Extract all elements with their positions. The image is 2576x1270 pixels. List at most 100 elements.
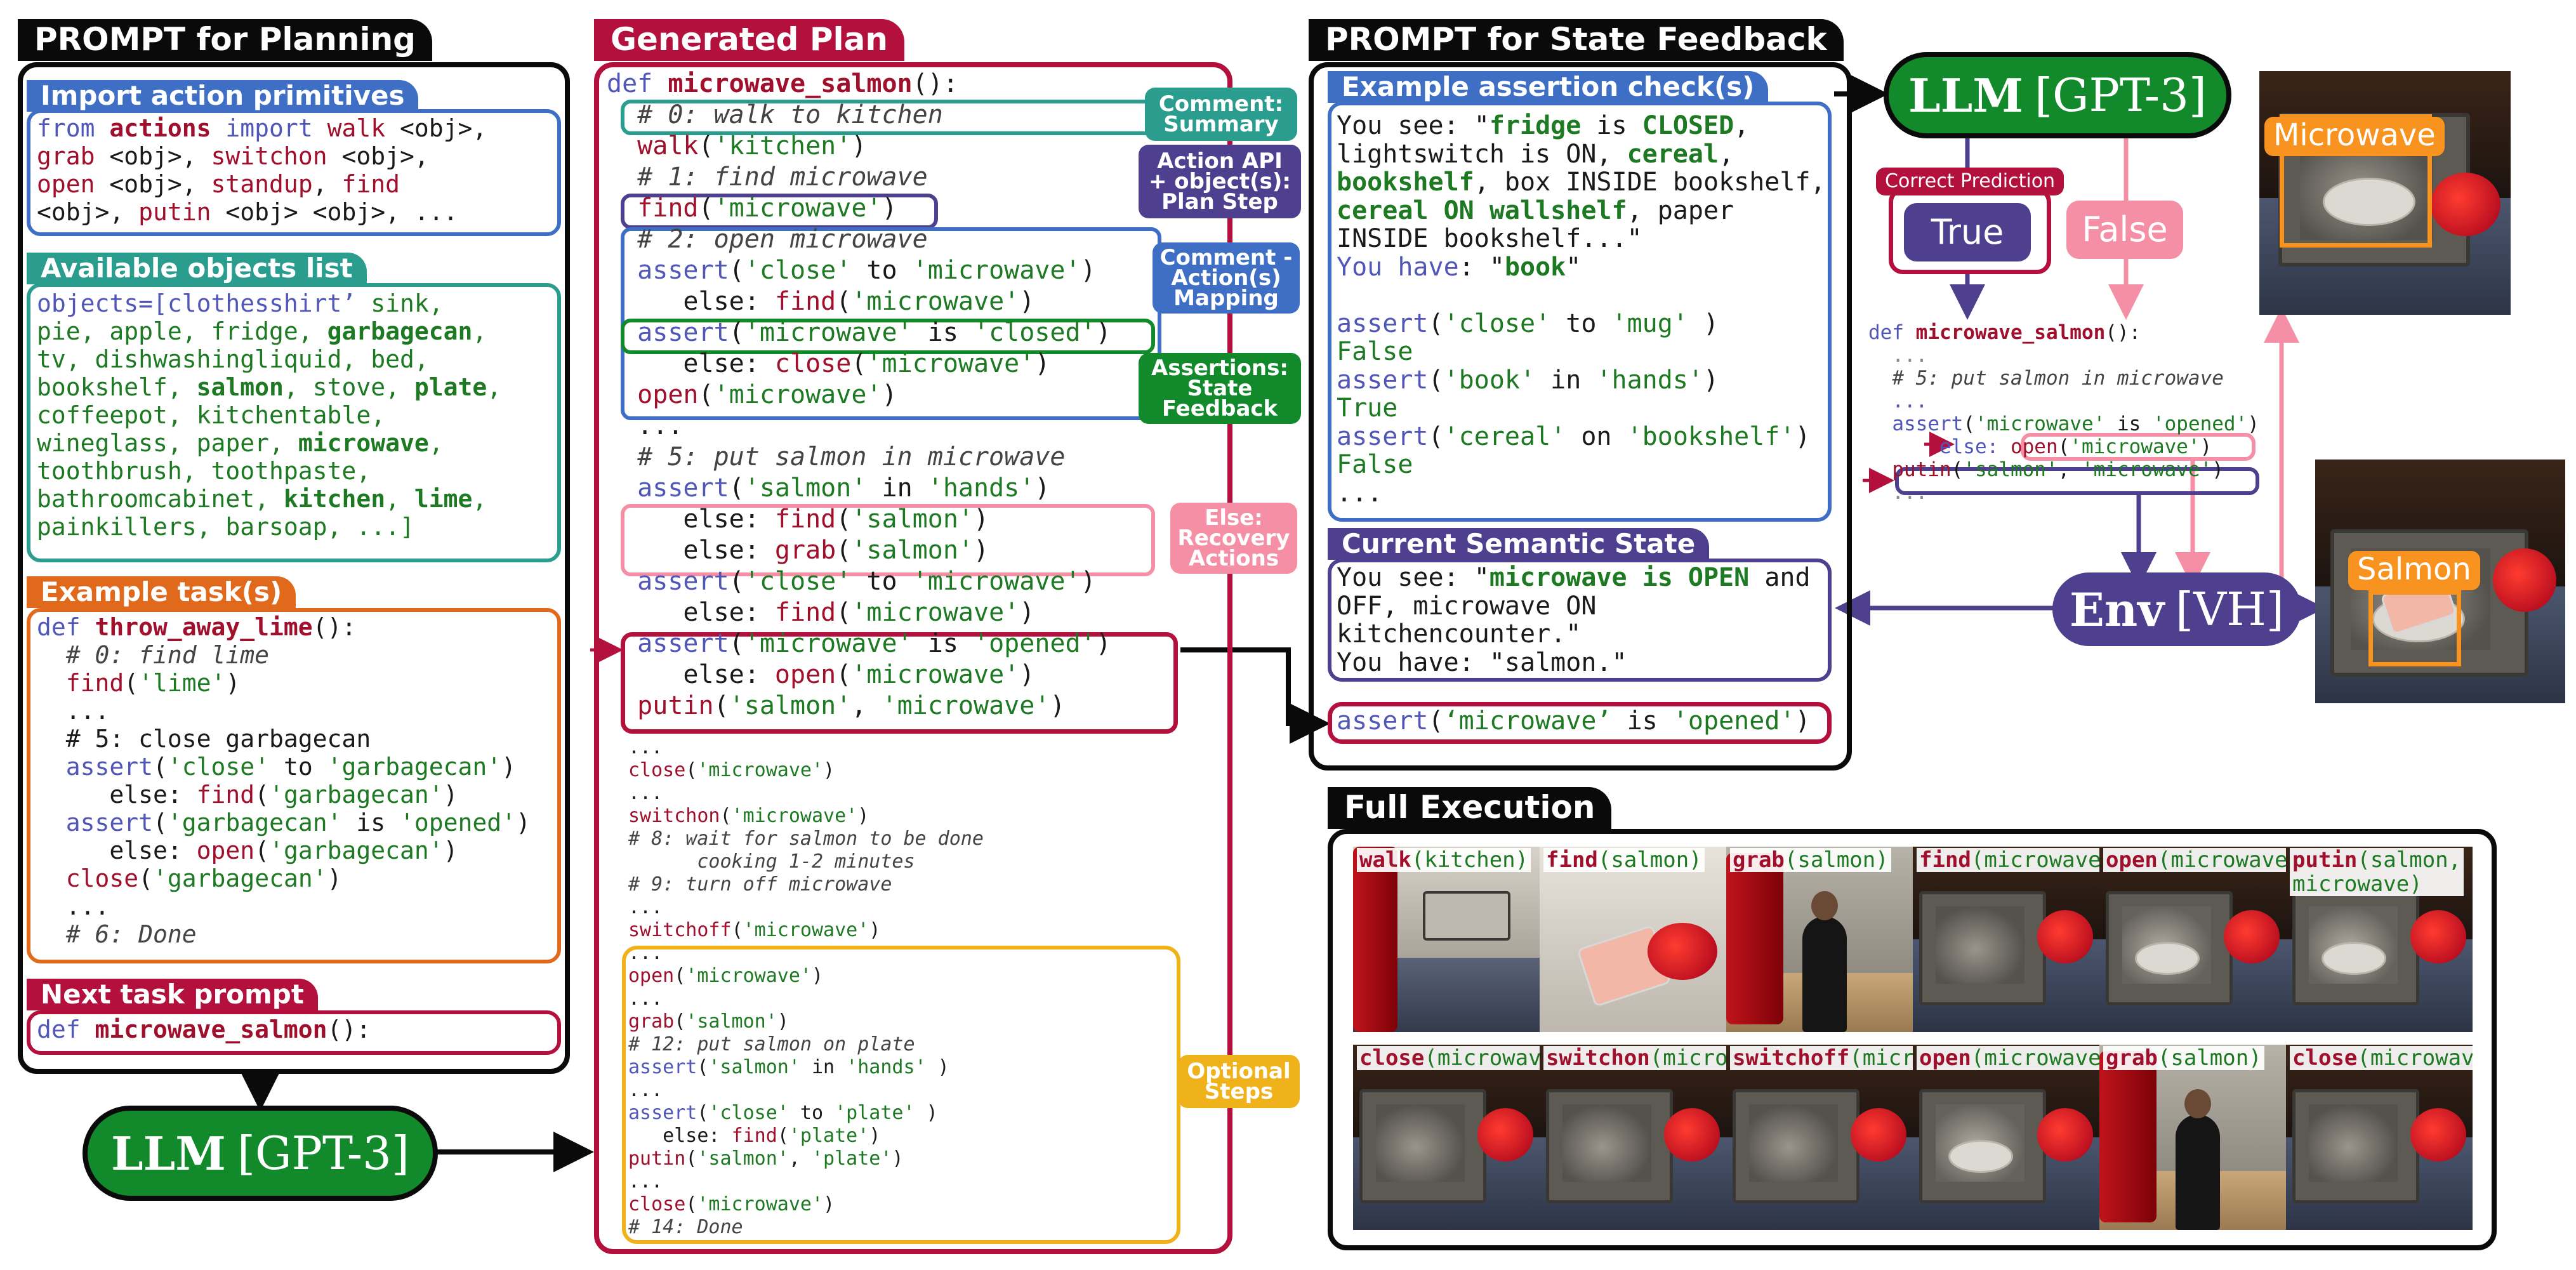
code-token: pie, apple, fridge,: [37, 317, 327, 345]
code-token: else:: [607, 287, 775, 316]
scene-shape: [1562, 1104, 1651, 1182]
scene-shape: [1477, 1108, 1533, 1161]
code-token: is: [912, 629, 974, 658]
code-token: 'salmon': [851, 536, 974, 565]
code-token: bathroomcabinet,: [37, 485, 284, 513]
code-token: You see: ": [1337, 111, 1489, 140]
scene-shape: [2322, 942, 2386, 975]
code-token: (: [836, 287, 852, 316]
code-line: # 9: turn off microwave: [628, 873, 984, 896]
code-token: (: [729, 256, 744, 285]
arrow-plan-to-query: [1180, 647, 1330, 744]
scene-shape: [2176, 1115, 2220, 1230]
code-token: microwave_salmon: [668, 69, 913, 98]
scene-shape: [2037, 910, 2093, 963]
execution-step-label: close(microwave): [2290, 1046, 2473, 1070]
import-label: Import action primitives: [27, 80, 419, 112]
code-token: 'microwave': [697, 759, 824, 781]
code-token: walk: [637, 131, 699, 161]
code-line: else: find('garbagecan'): [37, 781, 531, 809]
microwave-image-box: [2280, 114, 2432, 248]
execution-step-object: (microwave): [1649, 1045, 1726, 1071]
code-token: (: [729, 318, 744, 347]
code-token: book: [1504, 252, 1566, 282]
code-token: ():: [2105, 321, 2141, 344]
next-task-label: Next task prompt: [27, 979, 318, 1010]
code-line: assert('cereal' on 'bookshelf'): [1337, 421, 1826, 451]
code-token: ): [777, 1010, 789, 1033]
code-token: (: [720, 805, 732, 827]
code-token: 'salmon': [685, 1010, 777, 1033]
salmon-image-box: [2368, 590, 2461, 666]
code-token: ...: [37, 697, 110, 725]
code-token: ): [1034, 349, 1050, 378]
code-token: ...: [628, 1079, 663, 1101]
execution-step-tile: open(microwave): [2099, 847, 2286, 1032]
code-token: open: [774, 660, 836, 689]
false-badge: False: [2066, 201, 2183, 259]
execution-step-action: open: [1919, 1045, 1971, 1071]
code-line: tv, dishwashingliquid, bed,: [37, 345, 501, 373]
code-token: 'garbagecan': [327, 753, 502, 781]
code-token: INSIDE bookshelf...": [1337, 224, 1642, 253]
code-token: (: [254, 837, 270, 864]
code-token: ): [812, 965, 824, 987]
code-line: bookshelf, box INSIDE bookshelf,: [1337, 168, 1826, 197]
code-token: 'mug': [1611, 308, 1688, 338]
code-token: ): [1034, 473, 1050, 503]
code-token: 'microwave': [882, 691, 1050, 720]
code-token: to: [269, 753, 327, 781]
code-token: 'close': [744, 567, 852, 596]
code-token: (: [1428, 421, 1444, 451]
code-token: ...: [1868, 390, 1928, 413]
execution-step-label: switchoff(microwave): [1730, 1046, 1913, 1070]
code-token: grab: [37, 142, 95, 170]
code-line: ...: [1337, 479, 1826, 508]
code-line: from actions import walk <obj>,: [37, 114, 487, 142]
note-line: Recovery: [1177, 526, 1290, 551]
code-token: putin: [138, 198, 211, 226]
code-token: to: [1550, 308, 1612, 338]
code-token: (: [1963, 413, 1975, 435]
code-token: 'garbagecan': [269, 837, 444, 864]
code-line: OFF, microwave ON: [1337, 592, 1811, 621]
execution-step-label: switchon(microwave): [1543, 1046, 1726, 1070]
code-token: ): [1688, 308, 1719, 338]
note-line: Mapping: [1173, 286, 1279, 311]
code-token: find: [774, 287, 836, 316]
code-token: ,: [487, 373, 502, 401]
execution-step-action: switchon: [1546, 1045, 1650, 1071]
code-token: actions: [109, 114, 211, 142]
scene-shape: [2184, 1089, 2211, 1118]
code-token: lightswitch is ON,: [1337, 139, 1627, 169]
code-line: else: open('garbagecan'): [37, 837, 531, 864]
code-token: microwave is OPEN: [1489, 563, 1750, 592]
code-token: ,: [851, 691, 882, 720]
execution-step-object: (salmon): [1784, 847, 1889, 873]
code-token: coffeepot, kitchentable,: [37, 401, 386, 429]
scene-shape: [2224, 910, 2280, 963]
code-token: putin: [637, 691, 714, 720]
query-box: [1328, 702, 1832, 744]
code-line: assert('close' to 'microwave'): [607, 255, 1111, 286]
execution-step-object: (salmon): [2157, 1045, 2262, 1071]
code-line: open('microwave'): [628, 965, 984, 988]
execution-step-action: close: [2292, 1045, 2358, 1071]
code-token: find: [196, 781, 255, 809]
code-token: close: [628, 759, 686, 781]
code-token: , box INSIDE bookshelf,: [1474, 168, 1826, 197]
code-token: ): [973, 536, 989, 565]
query-code: assert(‘microwave’ is 'opened'): [1337, 707, 1811, 736]
code-token: assert: [37, 809, 154, 837]
code-line: walk('kitchen'): [607, 131, 1111, 162]
execution-step-object: (salmon): [1597, 847, 1702, 873]
code-token: : ": [1458, 252, 1505, 282]
execution-step-tile: find(salmon): [1540, 847, 1726, 1032]
code-token: 'close': [708, 1102, 789, 1124]
code-line: ...: [1868, 344, 2259, 367]
code-line: ...: [628, 896, 984, 919]
note-line: Else:: [1205, 505, 1263, 531]
execution-step-action: find: [1546, 847, 1598, 873]
